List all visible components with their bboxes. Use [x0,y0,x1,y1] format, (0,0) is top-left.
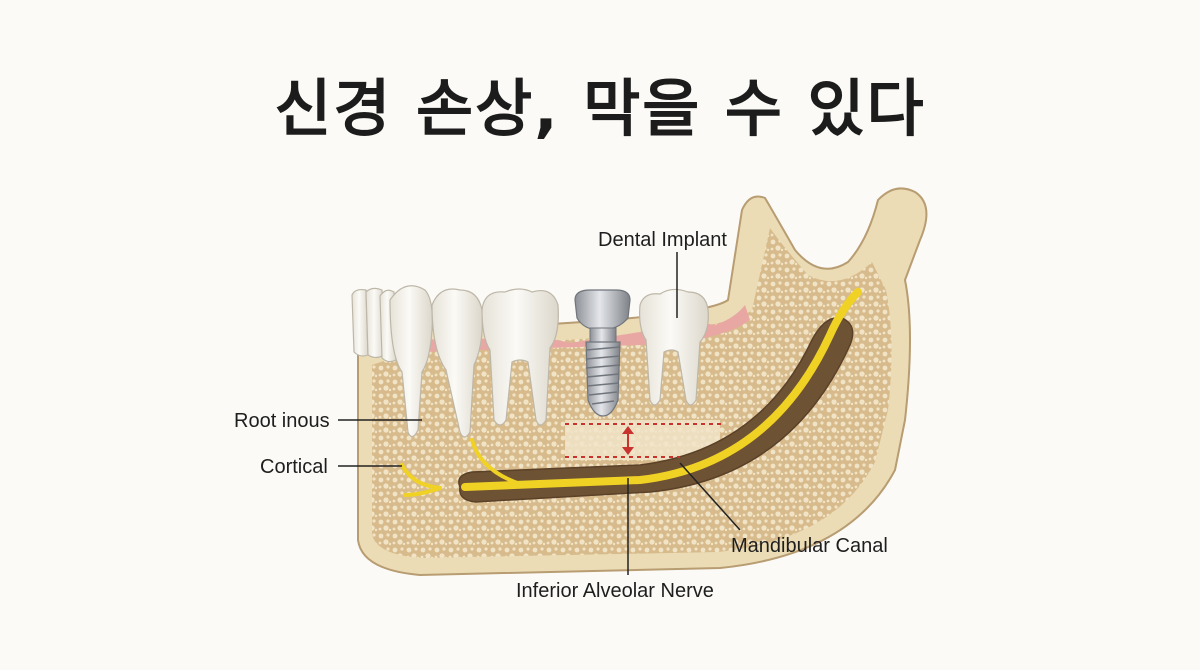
nerve-branch-exit [403,486,442,497]
label-inferior-alveolar-nerve: Inferior Alveolar Nerve [516,580,714,602]
canine-tooth [389,285,433,438]
inferior-alveolar-nerve [461,288,862,491]
page-title: 신경 손상, 막을 수 있다 [274,72,926,145]
premolar-tooth [431,288,483,438]
nerve-branch-mental [400,463,442,490]
molar-tooth-back [639,288,709,406]
label-root-inous: Root inous [234,410,330,432]
safety-distance-marker [565,423,722,458]
nerve-branch-upper [470,438,522,486]
molar-tooth [481,288,559,426]
label-mandibular-canal: Mandibular Canal [731,535,888,557]
dental-implant [574,289,631,417]
leader-mandibular-canal [679,462,741,531]
label-cortical: Cortical [260,456,328,478]
front-teeth [351,287,397,363]
label-dental-implant: Dental Implant [598,229,727,251]
